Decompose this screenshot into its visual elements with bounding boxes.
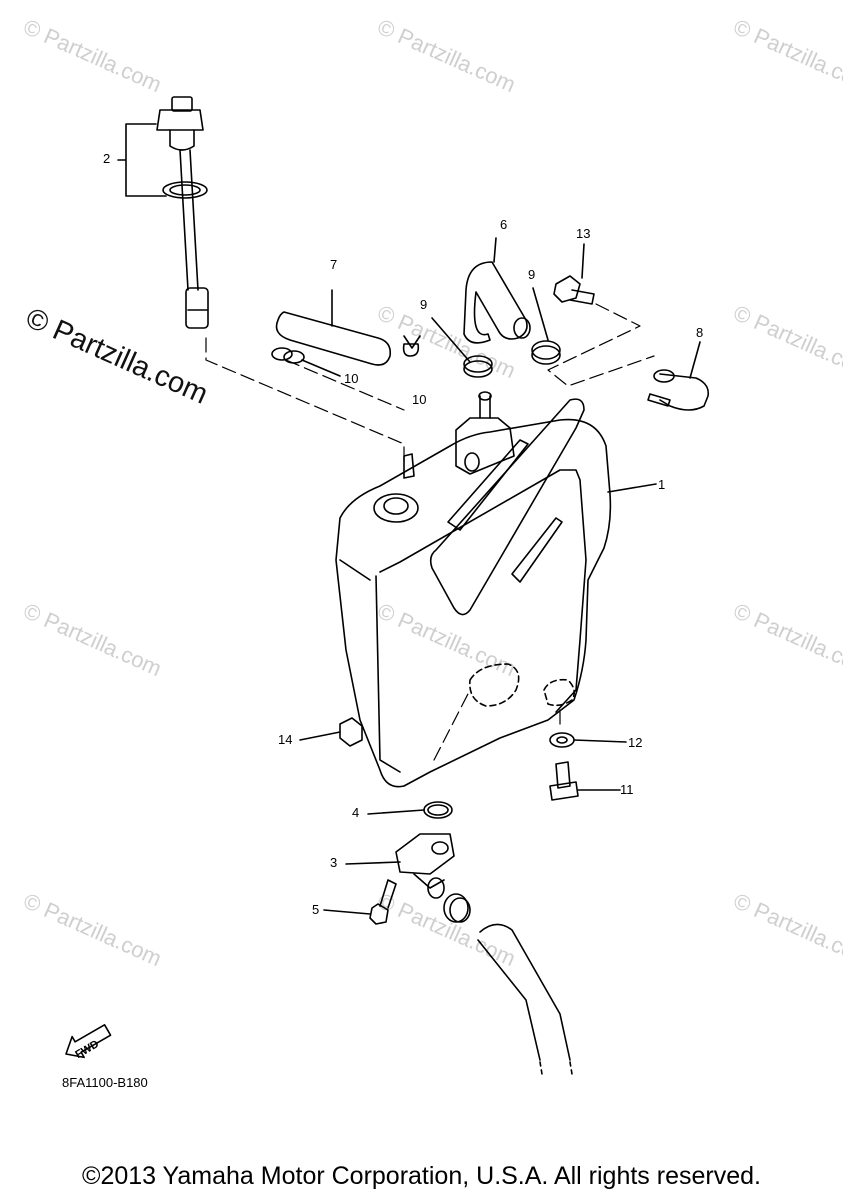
callout-13: 13 <box>576 226 591 241</box>
callout-11: 11 <box>620 782 634 797</box>
part-5-bolt <box>323 879 397 925</box>
callout-9b: 9 <box>528 267 536 282</box>
callout-7: 7 <box>330 257 338 272</box>
callout-14: 14 <box>278 732 293 747</box>
callout-4: 4 <box>352 805 360 820</box>
outlet-hose-clamp <box>443 893 471 923</box>
part-13-bolt <box>553 243 595 305</box>
part-1-oil-tank <box>335 391 657 788</box>
callout-9: 9 <box>420 297 428 312</box>
callout-12: 12 <box>628 735 643 750</box>
part-2-dipstick <box>117 96 209 329</box>
part-9-clamps <box>431 287 561 378</box>
outlet-hose <box>477 923 573 1075</box>
part-11-bolt <box>549 761 621 801</box>
fwd-arrow-icon <box>65 1024 112 1059</box>
callout-10: 10 <box>344 371 359 386</box>
callout-1: 1 <box>658 477 666 492</box>
part-6-elbow-hose <box>463 237 531 344</box>
part-14-nut <box>299 717 363 747</box>
callout-6: 6 <box>500 217 508 232</box>
part-3-outlet-fitting <box>345 833 455 899</box>
callout-10b: 10 <box>412 392 427 407</box>
part-8-fitting <box>647 341 710 411</box>
part-12-washer <box>549 732 627 748</box>
part-7-hose <box>275 289 392 366</box>
callout-8: 8 <box>696 325 704 340</box>
callout-3: 3 <box>330 855 338 870</box>
diagram-code: 8FA1100-B180 <box>62 1075 148 1090</box>
callout-2: 2 <box>103 151 111 166</box>
copyright-notice: ©2013 Yamaha Motor Corporation, U.S.A. A… <box>82 1162 761 1190</box>
part-4-o-ring <box>367 801 453 819</box>
callout-5: 5 <box>312 902 320 917</box>
part-10-clamps <box>271 335 421 377</box>
